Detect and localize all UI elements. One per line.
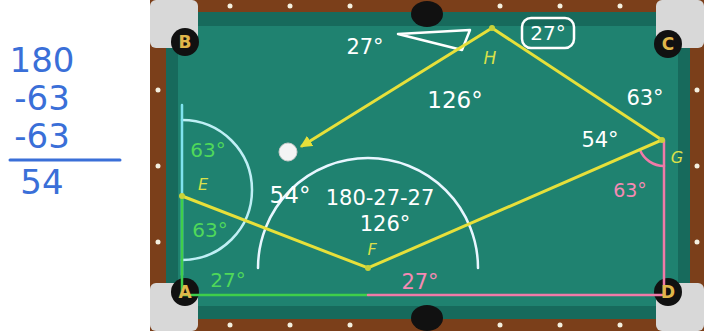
calc-number: 54 (20, 165, 63, 199)
angle-arc (258, 158, 478, 268)
angle-arc (182, 120, 252, 260)
rail-diamond (618, 323, 623, 328)
rail-diamond (288, 4, 293, 9)
rail-diamonds (156, 4, 700, 328)
point-label: H (484, 50, 497, 67)
angle-label: 54° (270, 184, 311, 207)
pocket-letter: D (661, 284, 675, 301)
ball-path-arrow (302, 28, 492, 146)
rail-diamond (156, 240, 161, 245)
rail-diamond (695, 240, 700, 245)
pocket (171, 278, 199, 306)
angle-label: 63° (192, 220, 227, 240)
point-label: F (367, 242, 376, 258)
rail-diamond (348, 4, 353, 9)
angle-marker (522, 18, 574, 48)
angle-label: 63° (613, 181, 647, 200)
cushion (166, 12, 690, 319)
pocket (654, 30, 682, 58)
angle-label: 27° (346, 37, 383, 58)
rail-diamond (618, 4, 623, 9)
angle-label: 63° (626, 88, 663, 109)
rail-diamond (498, 4, 503, 9)
sum-line (10, 159, 120, 162)
calc-number: -63 (14, 81, 70, 115)
pocket-letter: A (178, 284, 191, 301)
pocket (411, 305, 443, 331)
point-label: G (671, 150, 683, 166)
point (659, 137, 665, 143)
rail-diamond (558, 323, 563, 328)
rail-diamond (558, 4, 563, 9)
rail-diamond (156, 164, 161, 169)
rail-diamond (228, 4, 233, 9)
angle-label: 126° (360, 214, 411, 235)
triangle-side (182, 196, 368, 295)
pocket (171, 28, 199, 56)
point-label: E (198, 177, 208, 193)
wood-rail (150, 0, 704, 331)
calc-number: 180 (10, 43, 75, 77)
cue-ball (279, 143, 297, 161)
ball-path (182, 28, 662, 268)
rail-diamond (228, 323, 233, 328)
point (365, 265, 371, 271)
angle-label: 27° (530, 23, 565, 43)
angle-label: 27° (210, 270, 245, 290)
angle-label: 180-27-27 (326, 188, 435, 209)
angle-arc (640, 150, 664, 166)
pocket (411, 1, 443, 27)
rail-diamond (695, 164, 700, 169)
triangle-side (368, 140, 664, 295)
rail-diamond (348, 323, 353, 328)
angle-label: 54° (581, 130, 618, 151)
point (489, 25, 495, 31)
rail-diamond (156, 88, 161, 93)
point (179, 193, 185, 199)
felt (178, 26, 678, 306)
pocket (654, 278, 682, 306)
rail-diamond (695, 88, 700, 93)
angle-label: 63° (190, 140, 225, 160)
ball-path-line (182, 28, 662, 268)
angle-label: 126° (427, 89, 482, 112)
pocket-letter: B (179, 34, 192, 51)
corner-plates (150, 0, 704, 331)
calc-number: -63 (14, 119, 70, 153)
pocket-letter: C (662, 36, 674, 53)
rail-diamond (498, 323, 503, 328)
pockets (171, 1, 682, 331)
path-points (179, 25, 665, 271)
rail-diamond (288, 323, 293, 328)
angle-label: 27° (401, 272, 438, 293)
